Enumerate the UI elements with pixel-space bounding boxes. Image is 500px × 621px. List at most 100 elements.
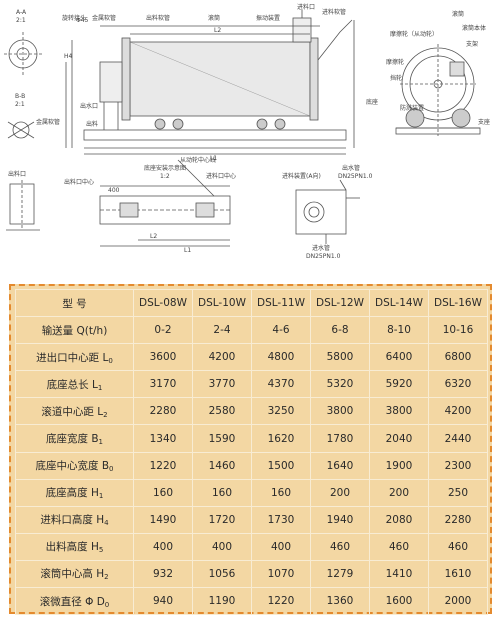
- label-drum: 滚筒: [208, 14, 220, 22]
- label-drum-right: 滚筒: [452, 10, 464, 18]
- table-cell: 1410: [369, 559, 429, 589]
- table-cell: 5320: [310, 370, 370, 399]
- header-dsl-14w: DSL-14W: [369, 288, 429, 318]
- row-label: 出料高度 H5: [15, 532, 134, 561]
- main-base-frame: [83, 129, 347, 141]
- row-label-text: 底座宽度 B: [45, 433, 99, 446]
- label-outlet-left: 出料: [86, 120, 98, 128]
- dim-h4-main: H4: [64, 53, 73, 60]
- table-cell: 2040: [369, 424, 429, 453]
- table-cell: 2280: [428, 505, 488, 534]
- row-label: 滚筒中心高 H2: [15, 559, 134, 589]
- row-label-subscript: 0: [108, 356, 113, 365]
- row-label-text: 出料高度 H: [45, 541, 99, 554]
- row-label-text: 进出口中心距 L: [36, 351, 109, 364]
- row-label: 底座总长 L1: [15, 370, 134, 399]
- label-feed-hose: 进料软管: [322, 8, 346, 16]
- table-cell: 160: [133, 478, 193, 507]
- dim-l1-main: L1: [210, 155, 217, 162]
- table-cell: 460: [310, 532, 370, 561]
- table-cell: 1500: [251, 451, 311, 480]
- table-cell: 200: [310, 478, 370, 507]
- row-label-subscript: 1: [97, 383, 103, 392]
- section-bb-scale: 2:1: [15, 101, 25, 108]
- label-inlet-center: 进料口中心: [206, 172, 236, 180]
- row-label-text: 滚筒中心高 H: [40, 568, 105, 581]
- table-cell: 6800: [428, 343, 488, 372]
- row-label-text: 滚微直径 Φ D: [39, 595, 105, 608]
- label-stop-wheel: 挡轮: [390, 74, 402, 82]
- table-cell: 4370: [251, 370, 311, 399]
- row-label: 进出口中心距 L0: [15, 343, 134, 372]
- table-cell: 400: [133, 532, 193, 561]
- main-feed-inlet: [292, 17, 312, 43]
- label-dn25-top: DN25PN1.0: [338, 173, 373, 180]
- table-cell: 8-10: [369, 316, 429, 345]
- table-cell: 2280: [133, 397, 193, 426]
- header-model: 型 号: [15, 288, 134, 318]
- table-cell: 1220: [251, 587, 311, 616]
- table-cell: 2000: [428, 587, 488, 616]
- table-cell: 160: [192, 478, 252, 507]
- table-cell: 4200: [428, 397, 488, 426]
- label-base-install: 底座安装示意图: [144, 164, 186, 172]
- row-label: 进料口高度 H4: [15, 505, 134, 534]
- table-cell: 5800: [310, 343, 370, 372]
- row-label-text: 底座中心宽度 B: [35, 460, 110, 473]
- table-cell: 460: [428, 532, 488, 561]
- table-cell: 4-6: [251, 316, 311, 345]
- table-cell: 460: [369, 532, 429, 561]
- spec-table-header-row: 型 号 DSL-08W DSL-10W DSL-11W DSL-12W DSL-…: [15, 288, 488, 318]
- dim-400: 400: [108, 187, 120, 194]
- table-cell: 6-8: [310, 316, 370, 345]
- table-cell: 1720: [192, 505, 252, 534]
- table-cell: 400: [251, 532, 311, 561]
- label-scale-1-2: 1:2: [160, 173, 170, 180]
- header-dsl-16w: DSL-16W: [428, 288, 488, 318]
- table-cell: 940: [133, 587, 193, 616]
- header-dsl-11w: DSL-11W: [251, 288, 311, 318]
- label-splash-guard: 防溅装置: [400, 104, 424, 112]
- table-cell: 1340: [133, 424, 193, 453]
- table-cell: 200: [369, 478, 429, 507]
- table-cell: 1070: [251, 559, 311, 589]
- table-cell: 2580: [192, 397, 252, 426]
- engineering-drawing: A-A 2:1 B-B 2:1 旋转接头 金属软管 出料软管 滚筒 振动装置 进…: [4, 3, 490, 260]
- dim-phi45: Φ45: [76, 17, 89, 24]
- row-label-text: 输送量 Q(t/h): [41, 324, 108, 337]
- label-metal-hose-top: 金属软管: [92, 14, 116, 22]
- label-feed-device-a: 进料装置(A向): [282, 172, 321, 180]
- label-inlet-pipe: 进水管: [312, 244, 330, 252]
- table-cell: 1730: [251, 505, 311, 534]
- table-cell: 1460: [192, 451, 252, 480]
- row-label-text: 底座总长 L: [46, 378, 98, 391]
- row-label-subscript: 1: [98, 438, 103, 447]
- label-bracket: 支架: [466, 40, 478, 48]
- spec-table: 型 号 DSL-08W DSL-10W DSL-11W DSL-12W DSL-…: [15, 288, 488, 616]
- table-cell: 400: [192, 532, 252, 561]
- table-cell: 1490: [133, 505, 193, 534]
- table-cell: 1600: [369, 587, 429, 616]
- section-bb-circle: [12, 121, 30, 139]
- row-label-text: 进料口高度 H: [40, 514, 105, 527]
- table-cell: 0-2: [133, 316, 193, 345]
- row-label-subscript: 5: [98, 546, 104, 555]
- table-cell: 2300: [428, 451, 488, 480]
- table-cell: 1940: [310, 505, 370, 534]
- row-label-subscript: 4: [104, 519, 109, 528]
- row-label-subscript: 1: [98, 492, 104, 501]
- table-cell: 932: [133, 559, 193, 589]
- table-cell: 3250: [251, 397, 311, 426]
- label-driven-centerline: 从动轮中心线: [180, 156, 216, 164]
- dim-l2-main: L2: [214, 27, 221, 34]
- table-cell: 1590: [192, 424, 252, 453]
